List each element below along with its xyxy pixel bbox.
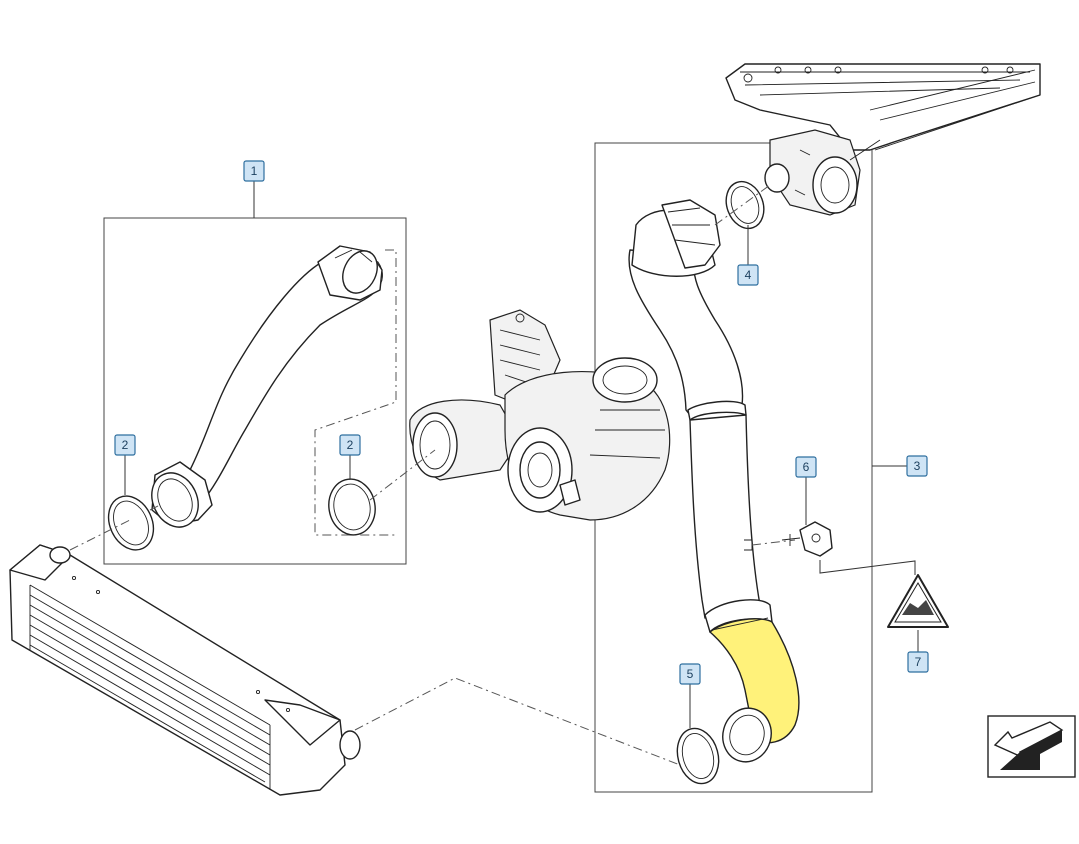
callout-2-left[interactable]: 2	[114, 434, 136, 456]
connection-line-intercooler-ring5	[354, 677, 681, 766]
seal-ring-4[interactable]	[720, 176, 770, 233]
callout-7[interactable]: 7	[907, 651, 929, 673]
callout-3[interactable]: 3	[906, 455, 928, 477]
callout-1-label: 1	[251, 164, 258, 178]
connection-line-turbo-ring2	[369, 449, 436, 501]
callout-2-right-label: 2	[347, 438, 354, 452]
charge-air-hose-3[interactable]	[628, 199, 800, 767]
dashed-reference-frame	[314, 249, 397, 536]
callout-2-right[interactable]: 2	[339, 434, 361, 456]
connection-line-ring-hose1	[149, 504, 161, 511]
turbocharger	[409, 309, 671, 521]
callout-6-label: 6	[803, 460, 810, 474]
callout-4[interactable]: 4	[737, 264, 759, 286]
callout-7-label: 7	[915, 655, 922, 669]
warning-triangle-icon	[887, 574, 949, 628]
callout-5[interactable]: 5	[679, 663, 701, 685]
pressure-sensor-6[interactable]	[781, 521, 833, 557]
callout-2-left-label: 2	[122, 438, 129, 452]
seal-ring-2-right[interactable]	[324, 475, 379, 538]
navigation-arrow-icon[interactable]	[987, 715, 1076, 778]
highlighted-hose-section	[708, 618, 800, 744]
leader-sensor-warning	[819, 560, 916, 575]
engine-manifold	[725, 63, 1041, 216]
callout-5-label: 5	[687, 667, 694, 681]
callout-4-label: 4	[745, 268, 752, 282]
callout-1[interactable]: 1	[243, 160, 265, 182]
seal-ring-5[interactable]	[671, 724, 724, 788]
callout-3-label: 3	[914, 459, 921, 473]
group-frame-1	[103, 217, 407, 565]
intercooler	[9, 544, 361, 796]
connection-line-intercooler-hose1	[69, 519, 131, 551]
connection-line-sensor-hose	[751, 539, 796, 546]
seal-ring-2-left[interactable]	[100, 489, 162, 558]
callout-6[interactable]: 6	[795, 456, 817, 478]
charge-air-hose-1[interactable]	[143, 245, 384, 534]
